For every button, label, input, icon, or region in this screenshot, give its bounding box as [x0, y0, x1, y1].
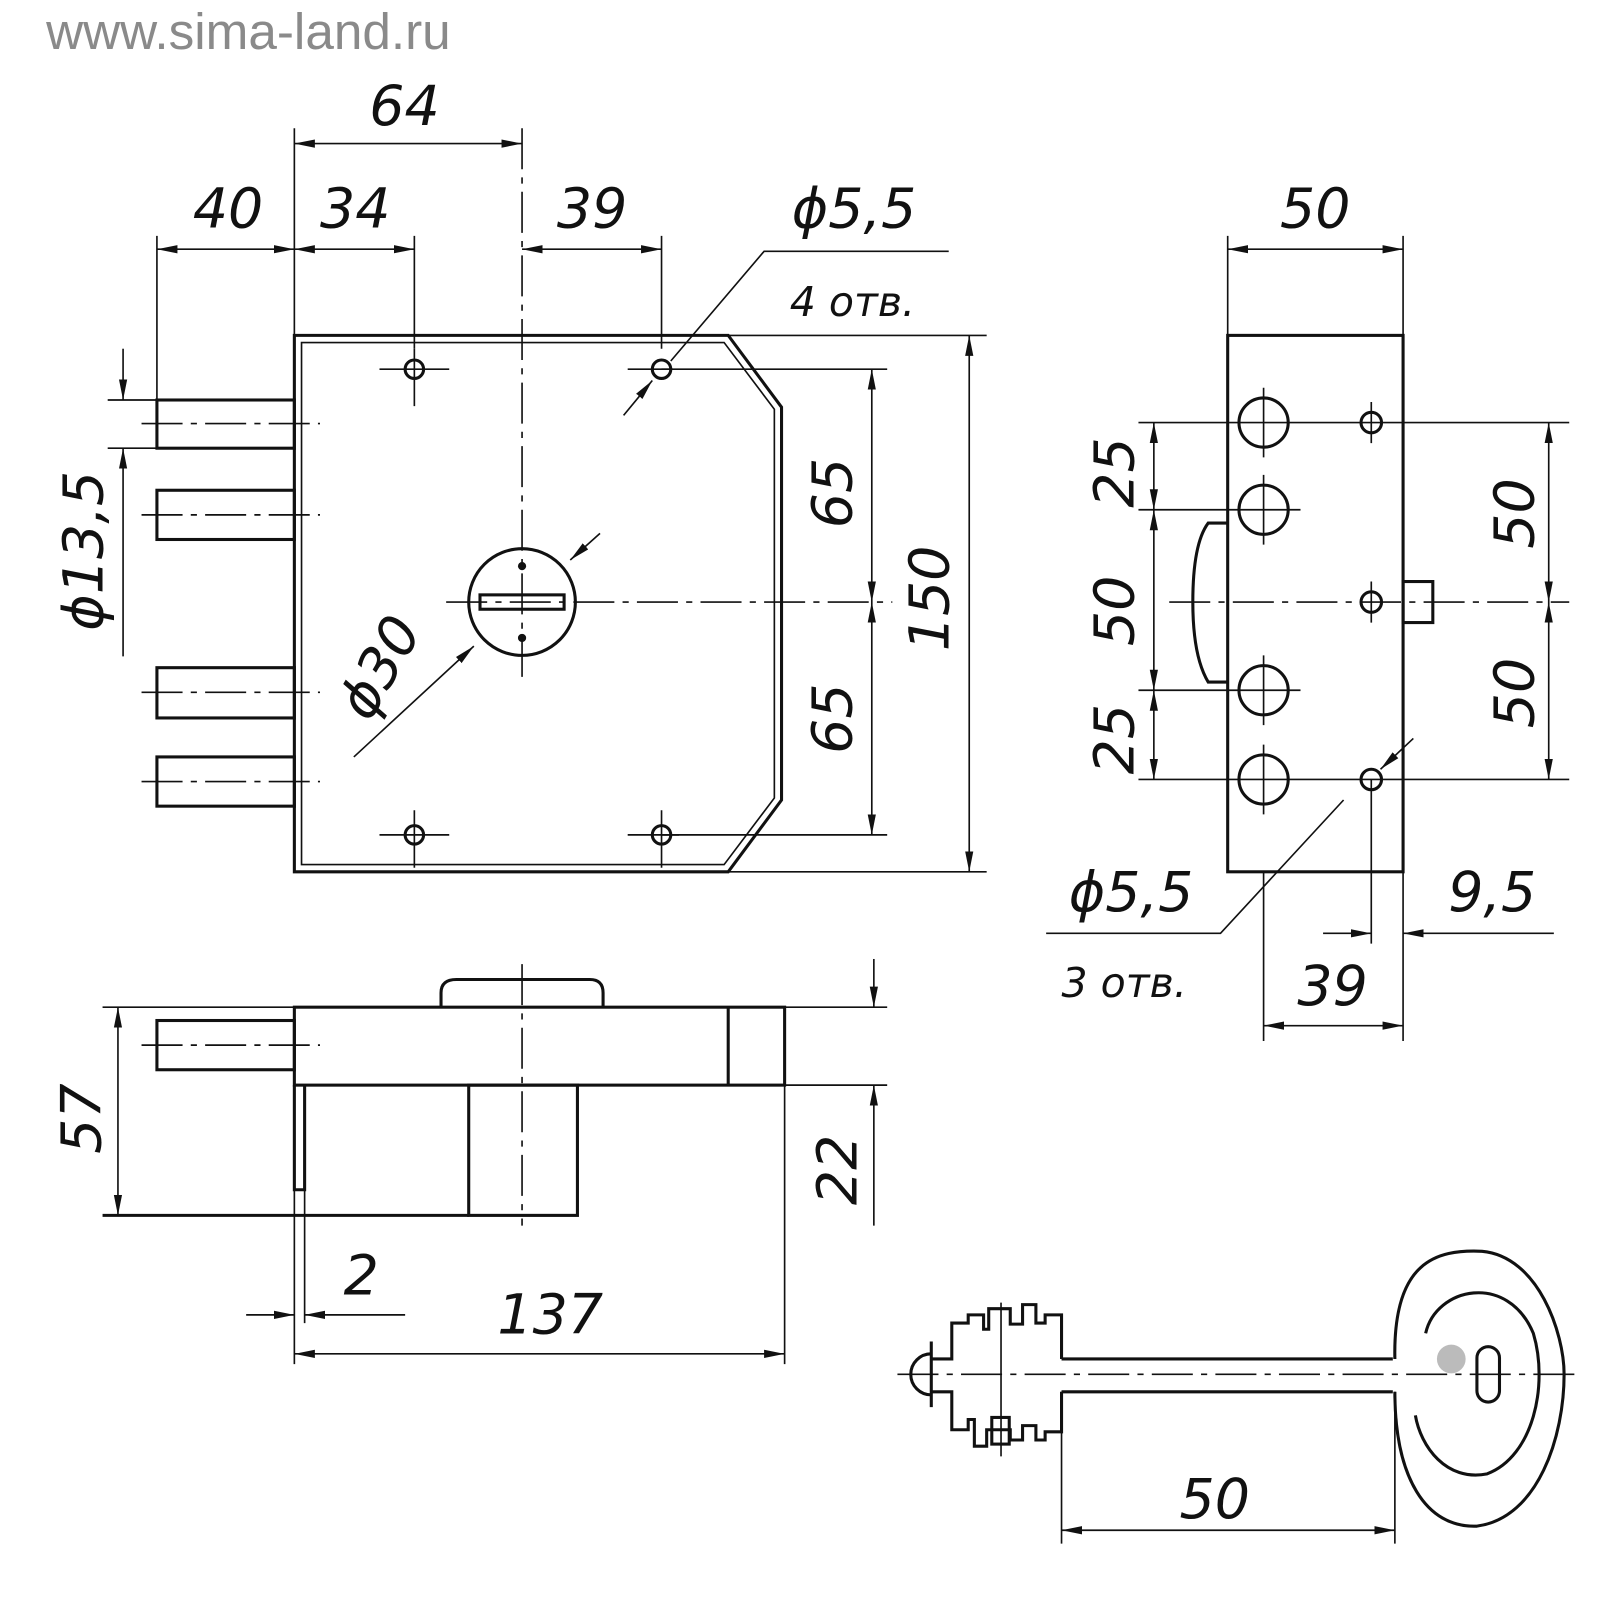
- dim-22: 22: [806, 1135, 870, 1205]
- dim-39: 39: [557, 178, 627, 242]
- side-holes: [1237, 387, 1384, 815]
- dim-50-lower-pitch: 50: [1483, 658, 1547, 728]
- bottom-view: 57 22 2 137: [51, 958, 888, 1365]
- dim-40: 40: [193, 178, 263, 242]
- brand-logo: [1436, 1344, 1466, 1374]
- dim-65-lower: 65: [801, 683, 865, 753]
- dim-bolt-dia: ϕ13,5: [53, 471, 117, 631]
- dim-side-39: 39: [1297, 955, 1367, 1019]
- lock-body-outline: [292, 333, 784, 874]
- side-hole-count-note: 3 отв.: [1062, 959, 1187, 1007]
- dim-137: 137: [497, 1283, 603, 1347]
- dim-50-middle: 50: [1083, 576, 1147, 646]
- dim-hole-dia: ϕ5,5: [792, 178, 917, 242]
- dim-64: 64: [369, 75, 439, 139]
- key: 50: [897, 1249, 1580, 1544]
- dim-25-top: 25: [1083, 437, 1147, 507]
- dim-side-hole-dia: ϕ5,5: [1069, 861, 1194, 925]
- dim-side-50: 50: [1280, 178, 1350, 242]
- dim-2: 2: [344, 1244, 379, 1308]
- bolts: [141, 398, 320, 808]
- dim-34: 34: [320, 178, 390, 242]
- lock-body-inner: [300, 341, 776, 866]
- dim-50-upper-pitch: 50: [1483, 478, 1547, 548]
- hole-count-note: 4 отв.: [790, 278, 915, 326]
- side-body: [1226, 333, 1405, 874]
- dim-key-50: 50: [1179, 1468, 1249, 1532]
- mounting-holes: [379, 348, 679, 868]
- dim-150: 150: [899, 546, 963, 652]
- dim-65-upper: 65: [801, 458, 865, 528]
- dim-57: 57: [51, 1083, 115, 1153]
- dim-cylinder-dia: ϕ30: [326, 605, 435, 730]
- dim-25-bottom: 25: [1083, 704, 1147, 774]
- watermark: www.sima-land.ru: [45, 3, 451, 60]
- side-view: 50 25 50 25 50 50 ϕ5,5 3 отв. 9,5 39: [1046, 178, 1570, 1042]
- dim-9-5: 9,5: [1448, 861, 1536, 925]
- front-view: 64 40 34 39 ϕ5,5 4 отв. 65 65 150 ϕ13,5 …: [53, 75, 987, 874]
